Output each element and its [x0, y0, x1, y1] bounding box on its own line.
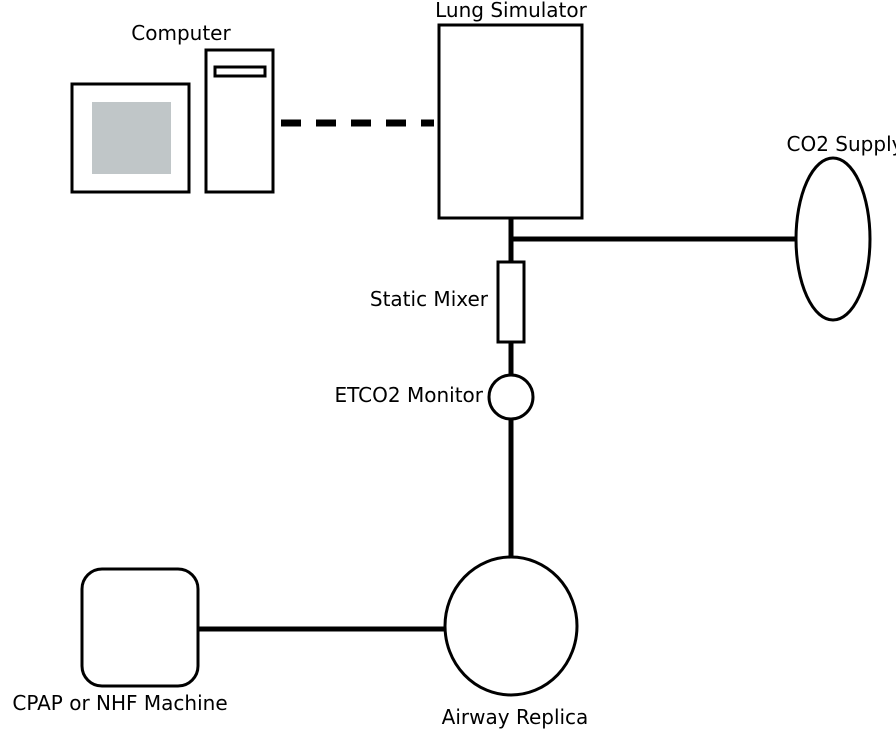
- disk-drive-slot: [213, 65, 267, 78]
- lung-simulator-box: [437, 23, 584, 220]
- monitor-screen: [92, 102, 171, 174]
- label-static-mixer: Static Mixer: [370, 287, 489, 311]
- cpap-nhf-machine: [80, 567, 200, 688]
- etco2-monitor: [487, 373, 535, 421]
- computer-tower: [204, 48, 275, 194]
- co2-supply-tank: [794, 156, 872, 322]
- computer-monitor: [70, 82, 191, 194]
- label-airway-replica: Airway Replica: [442, 705, 589, 729]
- label-lung-simulator: Lung Simulator: [435, 0, 587, 22]
- airway-replica: [443, 555, 579, 697]
- label-etco2-monitor: ETCO2 Monitor: [335, 383, 484, 407]
- label-cpap-machine: CPAP or NHF Machine: [12, 691, 227, 715]
- label-computer: Computer: [131, 21, 231, 45]
- label-co2-supply: CO2 Supply: [787, 132, 896, 156]
- static-mixer: [496, 260, 526, 344]
